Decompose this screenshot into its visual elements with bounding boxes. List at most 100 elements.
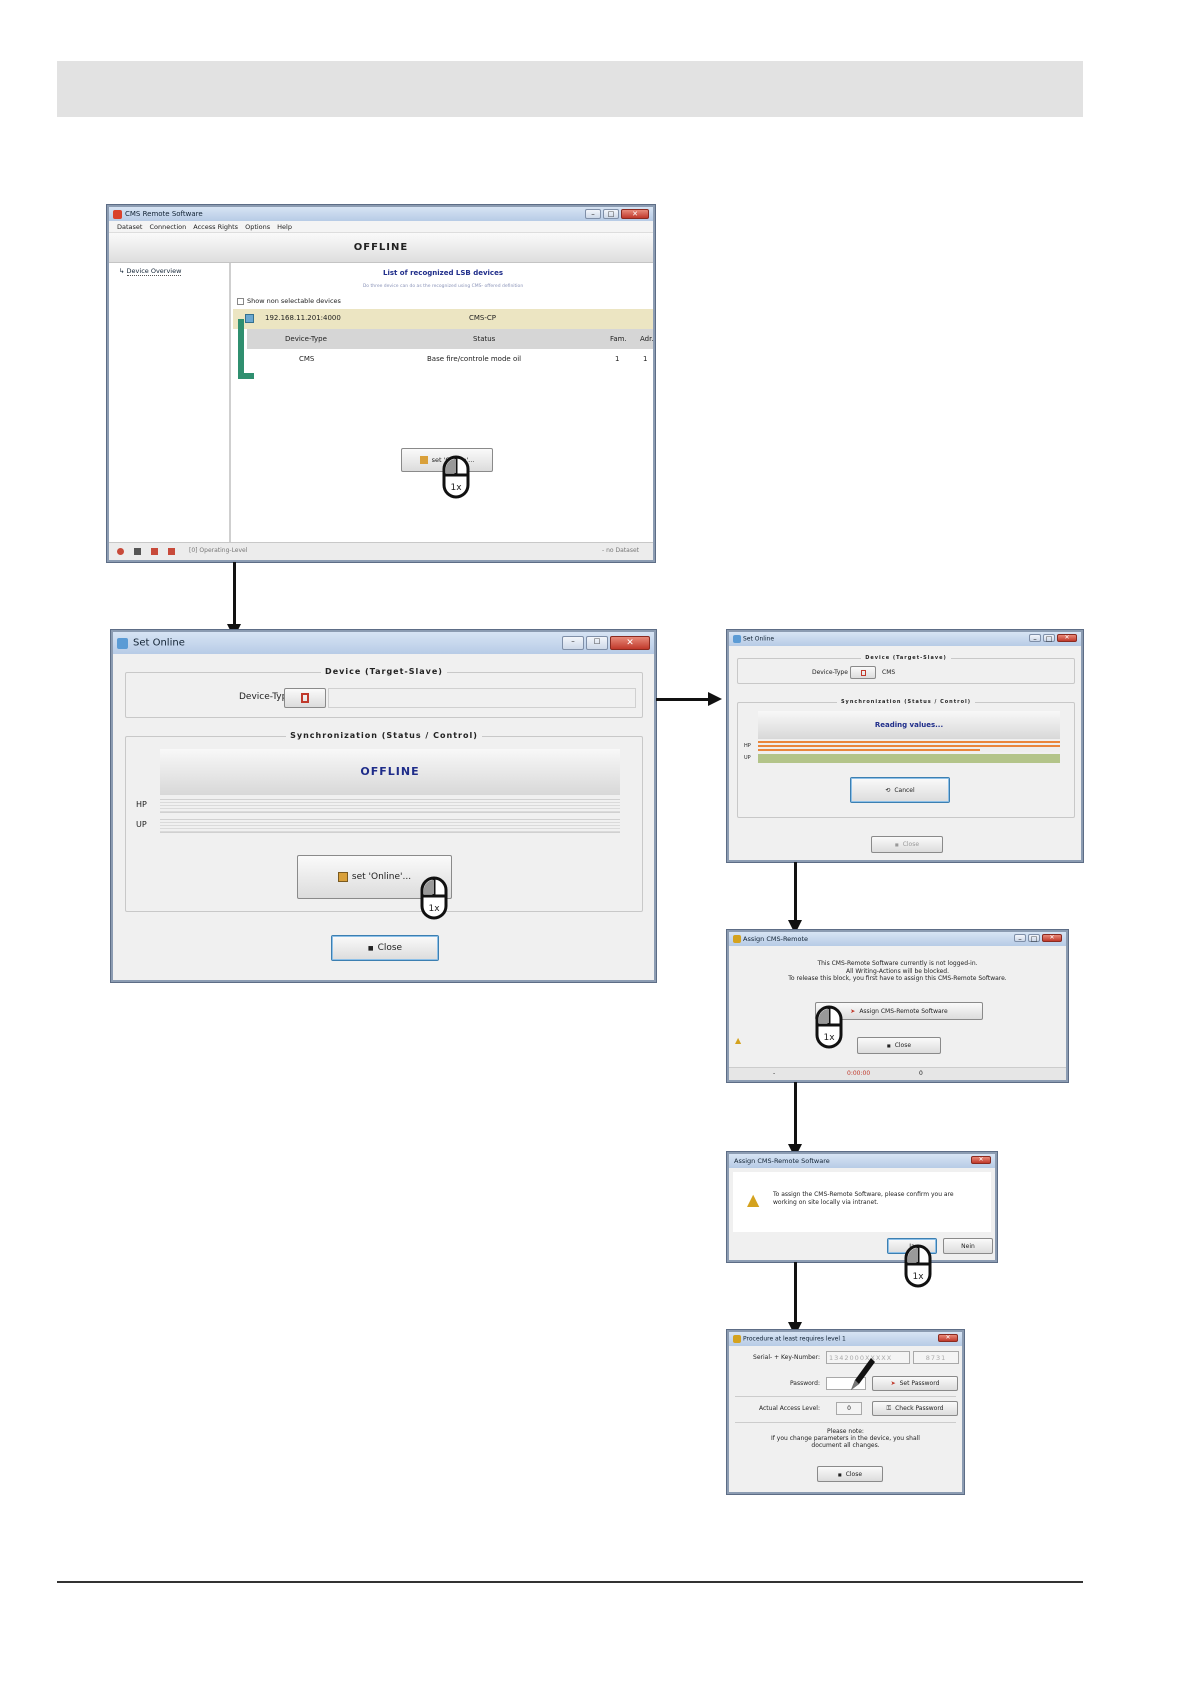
- set-password-button[interactable]: ➤ Set Password: [872, 1376, 958, 1391]
- device-type-label: Device-Type: [239, 692, 293, 702]
- close-window-button[interactable]: ✕: [621, 209, 649, 219]
- show-non-selectable-checkbox[interactable]: Show non selectable devices: [237, 297, 341, 305]
- tree-item-device-overview[interactable]: ↳ Device Overview: [119, 267, 182, 276]
- menu-dataset[interactable]: Dataset: [117, 223, 143, 231]
- col-status[interactable]: Status: [473, 335, 496, 343]
- close-window-button[interactable]: ✕: [610, 636, 650, 650]
- status-left: -: [773, 1070, 776, 1077]
- minimize-button[interactable]: –: [1029, 634, 1041, 643]
- menu-connection[interactable]: Connection: [149, 223, 187, 231]
- close-label: Close: [894, 1042, 912, 1049]
- click-count-label: 1x: [823, 1033, 835, 1043]
- confirm-message-line-2: working on site locally via intranet.: [773, 1199, 879, 1206]
- flow-arrow-down-4: [788, 1262, 802, 1336]
- status-bar: [0] Operating-Level - no Dataset: [109, 542, 653, 560]
- status-right: 0: [919, 1070, 923, 1077]
- menu-options[interactable]: Options: [245, 223, 271, 231]
- device-type-field[interactable]: [328, 688, 636, 708]
- page-footer-rule: [57, 1581, 1083, 1583]
- status-level: [0] Operating-Level: [189, 547, 248, 554]
- flow-arrow-down-3: [788, 1082, 802, 1158]
- col-fam[interactable]: Fam.: [610, 335, 627, 343]
- note-text: Please note: If you change parameters in…: [729, 1428, 962, 1449]
- confirm-message-line-1: To assign the CMS-Remote Software, pleas…: [773, 1191, 954, 1198]
- close-icon: ■: [837, 1471, 842, 1477]
- close-button[interactable]: ■ Close: [871, 836, 943, 853]
- status-icon-2[interactable]: [134, 548, 141, 555]
- mouse-click-icon: [420, 876, 448, 920]
- device-type-selector[interactable]: [284, 688, 326, 708]
- menu-access-rights[interactable]: Access Rights: [193, 223, 239, 231]
- access-level-label: Actual Access Level:: [758, 1405, 820, 1412]
- status-header: OFFLINE: [109, 233, 653, 263]
- connect-icon: [419, 456, 428, 464]
- minimize-button[interactable]: –: [562, 636, 584, 650]
- click-count-label: 1x: [428, 904, 440, 914]
- status-timer: 0:00:00: [847, 1070, 871, 1077]
- maximize-button[interactable]: □: [1043, 634, 1055, 643]
- assign-message-line-2: All Writing-Actions will be blocked.: [846, 967, 949, 975]
- checkbox-box[interactable]: [237, 297, 244, 305]
- table-header: Device-Type Status Fam. Adr.: [247, 329, 653, 349]
- cell-adr: 1: [643, 355, 648, 363]
- flow-arrow-down-2: [788, 862, 802, 934]
- cancel-button[interactable]: ⟲ Cancel: [850, 777, 950, 803]
- menu-help[interactable]: Help: [277, 223, 292, 231]
- connect-icon: [337, 872, 348, 882]
- close-button[interactable]: ■ Close: [817, 1466, 883, 1482]
- no-button[interactable]: Nein: [943, 1238, 993, 1254]
- device-type-selector[interactable]: [850, 666, 876, 679]
- status-icon-3[interactable]: [151, 548, 158, 555]
- connection-address: 192.168.11.201:4000: [265, 314, 341, 322]
- checkbox-label: Show non selectable devices: [247, 297, 341, 305]
- password-window: Procedure at least requires level 1 ✕ Se…: [727, 1330, 964, 1494]
- close-window-button[interactable]: ✕: [1042, 934, 1062, 942]
- main-window-title: CMS Remote Software: [125, 210, 203, 218]
- set-online-window-small: Set Online –□✕ Device (Target-Slave) Dev…: [727, 630, 1083, 862]
- table-row[interactable]: CMS Base fire/controle mode oil 1 1: [247, 349, 653, 369]
- mouse-click-icon: [904, 1244, 932, 1288]
- flow-arrow-right: [656, 692, 722, 706]
- close-icon: ■: [894, 842, 899, 847]
- note-line-1: Please note:: [827, 1428, 864, 1435]
- dialog-body: [733, 1172, 991, 1232]
- device-list-panel: List of recognized LSB devices Do three …: [233, 263, 653, 542]
- key-field: 8731: [913, 1351, 959, 1364]
- list-hint: Do three device can do as the recognized…: [362, 284, 524, 289]
- status-icon-1[interactable]: [117, 548, 124, 555]
- status-dataset: - no Dataset: [602, 547, 639, 554]
- device-type-value: CMS: [882, 669, 896, 676]
- set-online-title: Set Online: [133, 637, 185, 649]
- note-line-3: document all changes.: [811, 1442, 880, 1449]
- tree-item-label: Device Overview: [126, 267, 182, 276]
- hp-progress-bar: [160, 799, 620, 813]
- minimize-button[interactable]: –: [585, 209, 601, 219]
- note-line-2: If you change parameters in the device, …: [771, 1435, 920, 1442]
- close-window-button[interactable]: ✕: [971, 1156, 991, 1164]
- close-button[interactable]: ■ Close: [331, 935, 439, 961]
- sync-status-display: Reading values...: [758, 711, 1060, 739]
- maximize-button[interactable]: □: [586, 636, 608, 650]
- hp-label: HP: [136, 800, 147, 809]
- maximize-button[interactable]: □: [603, 209, 619, 219]
- close-label: Close: [845, 1470, 863, 1478]
- separator: [735, 1396, 956, 1397]
- assign-cms-remote-button[interactable]: ➤ Assign CMS-Remote Software: [815, 1002, 983, 1020]
- check-password-button[interactable]: ⚿ Check Password: [872, 1401, 958, 1416]
- close-button[interactable]: ■ Close: [857, 1037, 941, 1054]
- col-device-type[interactable]: Device-Type: [285, 335, 327, 343]
- confirm-title: Assign CMS-Remote Software: [734, 1157, 830, 1165]
- page-header-band: [57, 61, 1083, 117]
- connection-row[interactable]: 192.168.11.201:4000 CMS-CP: [233, 309, 653, 329]
- device-type-label: Device-Type: [812, 669, 848, 676]
- status-icon-4[interactable]: [168, 548, 175, 555]
- minimize-button[interactable]: –: [1014, 934, 1026, 943]
- sync-group: Synchronization (Status / Control) Readi…: [737, 699, 1075, 818]
- sync-group-label: Synchronization (Status / Control): [286, 731, 482, 740]
- maximize-button[interactable]: □: [1028, 934, 1040, 943]
- pen-icon: [851, 1358, 875, 1390]
- device-group-label: Device (Target-Slave): [321, 667, 447, 676]
- close-window-button[interactable]: ✕: [938, 1334, 958, 1342]
- close-window-button[interactable]: ✕: [1057, 634, 1077, 642]
- col-adr[interactable]: Adr.: [640, 335, 654, 343]
